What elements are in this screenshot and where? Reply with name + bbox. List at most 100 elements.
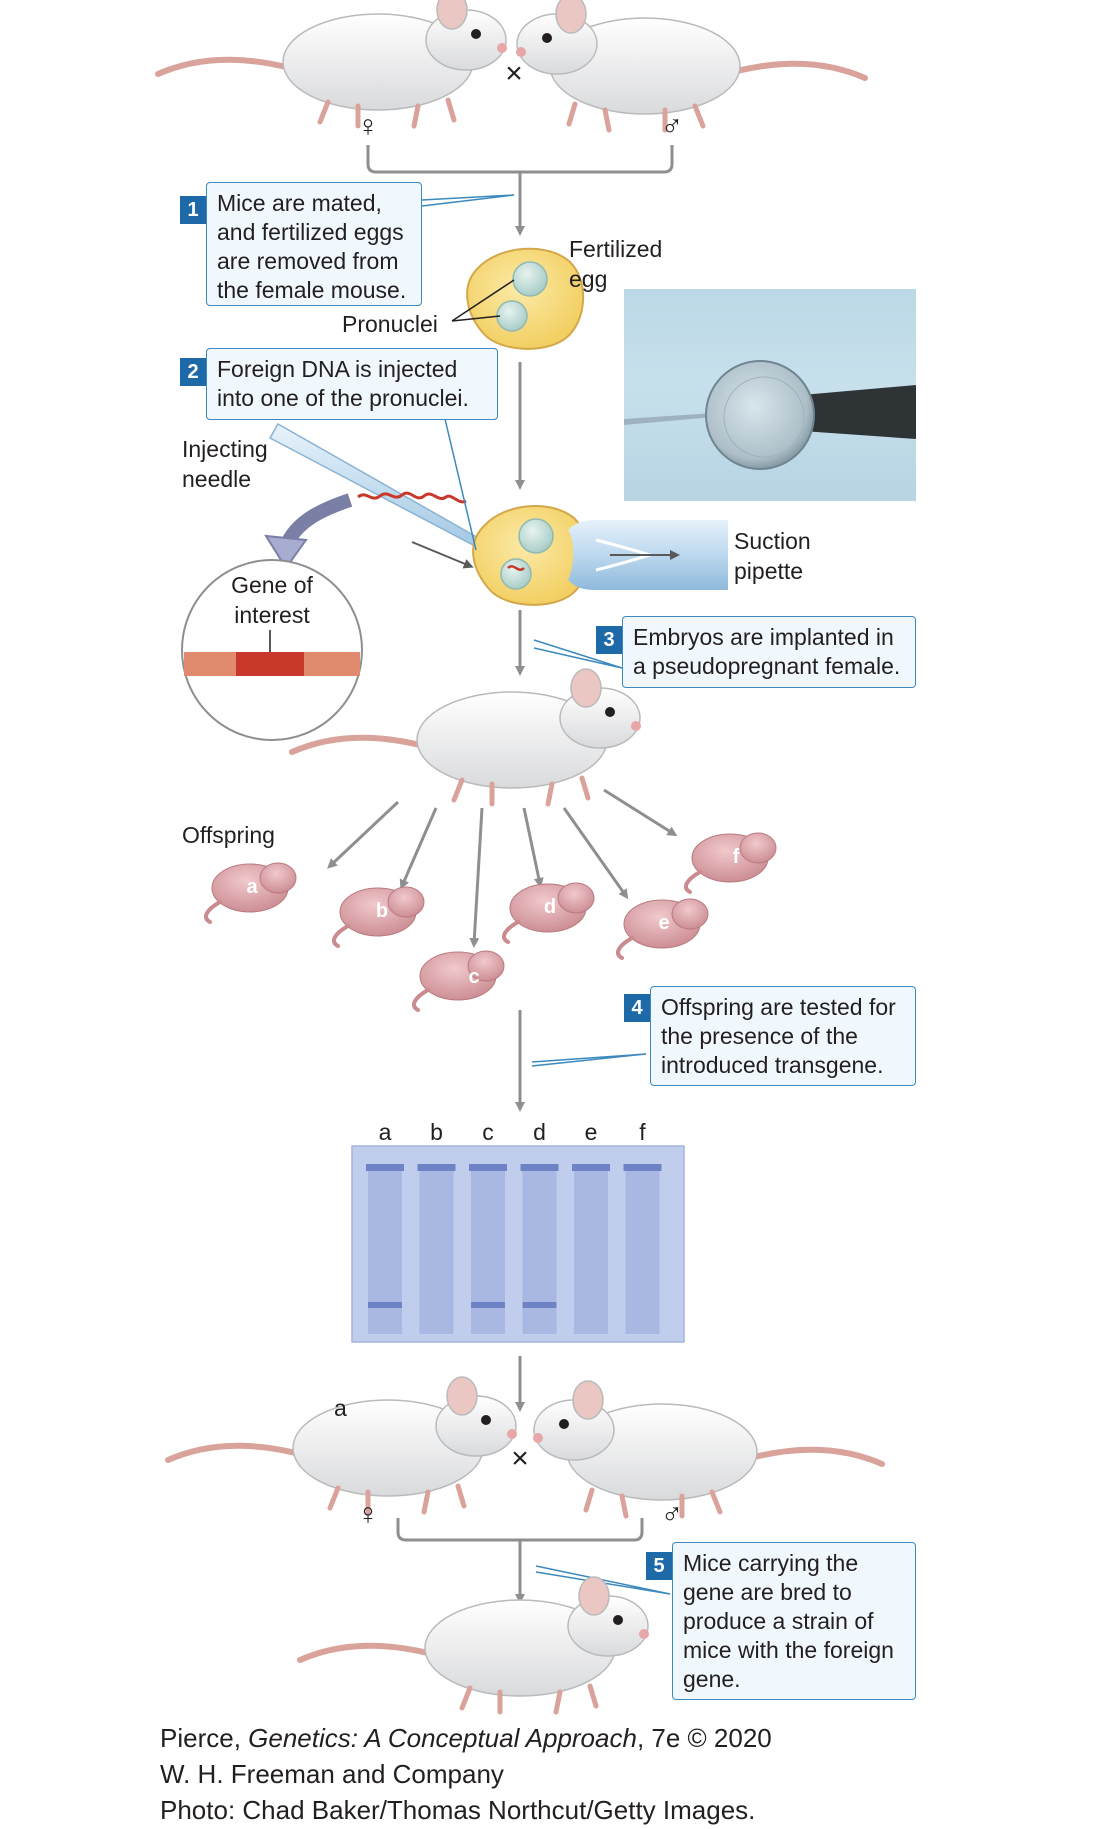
offspring-letter-b: b (376, 900, 388, 922)
offspring-pup-c (411, 949, 506, 1012)
offspring-letter-e: e (658, 912, 669, 934)
step-4-line-2: the presence of the (661, 1023, 858, 1049)
offspring-letter-a: a (246, 876, 258, 898)
offspring-label: Offspring (182, 822, 275, 848)
gene-segment (236, 652, 304, 676)
pronuclei-label: Pronuclei (342, 311, 438, 337)
step-5-badge: 5 (646, 1552, 672, 1580)
injecting-needle-label-2: needle (182, 466, 251, 492)
arrow-offspring-a (327, 800, 400, 869)
step-1-line-1: Mice are mated, (217, 190, 382, 216)
injecting-needle-label-1: Injecting (182, 436, 268, 462)
gel-well-d (520, 1164, 559, 1171)
step-3-line-2: a pseudopregnant female. (633, 653, 901, 679)
credit-line-1: Pierce, Genetics: A Conceptual Approach,… (160, 1720, 772, 1756)
gel-lane-e (574, 1166, 608, 1334)
gel-lane-f (625, 1166, 660, 1334)
step-4-line-3: introduced transgene. (661, 1052, 884, 1078)
suction-pipette-label-2: pipette (734, 558, 803, 584)
step3-leader (533, 639, 623, 669)
gel-well-e (572, 1164, 610, 1171)
step-2-line-2: into one of the pronuclei. (217, 385, 469, 411)
top-female-mouse (158, 0, 507, 126)
gel-lane-label-a: a (379, 1119, 392, 1145)
step-5-line-1: Mice carrying the (683, 1550, 859, 1576)
arrow-offspring-e (562, 807, 629, 900)
gel-lane-label-f: f (639, 1119, 646, 1145)
top-cross-symbol: × (505, 57, 523, 90)
step-5-callout: Mice carrying the gene are bred to produ… (672, 1542, 916, 1700)
step-1-callout: Mice are mated, and fertilized eggs are … (206, 182, 422, 306)
step-3-callout: Embryos are implanted in a pseudopregnan… (622, 616, 916, 688)
step-2-callout: Foreign DNA is injected into one of the … (206, 348, 498, 420)
step-3-badge: 3 (596, 626, 622, 654)
step-4-badge: 4 (624, 994, 650, 1022)
fertilized-egg (466, 247, 584, 350)
gel-well-a (366, 1164, 404, 1171)
offspring-pup-f (683, 831, 778, 894)
step-2-badge: 2 (180, 358, 206, 386)
breeding-cross-symbol: × (511, 1442, 529, 1475)
top-cross-bracket (366, 145, 674, 174)
step-5-line-2: gene are bred to (683, 1579, 852, 1605)
breeding-cross-bracket (396, 1518, 644, 1542)
step4-leader (531, 1053, 647, 1067)
offspring-letter-d: d (544, 896, 556, 918)
magnify-arrow-head (264, 534, 308, 570)
step-1-line-4: the female mouse. (217, 277, 407, 303)
credit-book-title: Genetics: A Conceptual Approach (248, 1723, 637, 1753)
pronucleus-2 (496, 300, 528, 332)
step-1-badge: 1 (180, 196, 206, 224)
breeding-male-symbol: ♂ (661, 1498, 684, 1531)
pronucleus-1 (512, 261, 548, 297)
step1-leader (421, 194, 515, 207)
gel-well-b (417, 1164, 456, 1171)
gel: a b c d e f (351, 1119, 685, 1343)
gel-lane-label-c: c (482, 1119, 494, 1145)
step-5-line-5: gene. (683, 1666, 741, 1692)
suction-pipette (568, 520, 728, 590)
credit-line-2: W. H. Freeman and Company (160, 1759, 504, 1789)
gel-band-d (522, 1302, 557, 1308)
step-4-callout: Offspring are tested for the presence of… (650, 986, 916, 1086)
gel-well-f (623, 1164, 662, 1171)
offspring-letter-c: c (468, 966, 479, 988)
credit-edition: , 7e © 2020 (636, 1723, 772, 1753)
arrow-offspring-b (399, 807, 438, 890)
gel-lane-a (368, 1166, 402, 1334)
arrow-offspring-c (469, 807, 484, 948)
credit-line-3: Photo: Chad Baker/Thomas Northcut/Getty … (160, 1795, 756, 1825)
fertilized-egg-label-2: egg (569, 266, 607, 292)
fertilized-egg-label-1: Fertilized (569, 236, 662, 262)
parent-a-label: a (334, 1395, 347, 1421)
gel-band-c (471, 1302, 505, 1308)
injection-direction-arrow (411, 541, 474, 569)
gene-of-interest-label-1: Gene of (231, 572, 313, 598)
breeding-male-mouse (533, 1381, 882, 1516)
gel-lane-label-d: d (533, 1119, 546, 1145)
arrow-offspring-d (522, 807, 544, 888)
step-2-line-1: Foreign DNA is injected (217, 356, 458, 382)
arrow-offspring-f (603, 788, 678, 837)
top-male-mouse (516, 0, 865, 130)
top-female-symbol: ♀ (357, 110, 380, 143)
step-5-line-3: produce a strain of (683, 1608, 874, 1634)
injected-egg (472, 505, 589, 606)
step2-leader (444, 418, 477, 551)
suction-pipette-label-1: Suction (734, 528, 811, 554)
gel-lane-label-b: b (430, 1119, 443, 1145)
step-4-line-1: Offspring are tested for (661, 994, 896, 1020)
microinjection-photo (624, 289, 916, 501)
gene-of-interest-magnifier (181, 559, 363, 741)
gel-lane-label-e: e (585, 1119, 598, 1145)
step-3-line-1: Embryos are implanted in (633, 624, 894, 650)
step-1-line-3: are removed from (217, 248, 399, 274)
gel-lane-d (522, 1166, 557, 1334)
top-male-symbol: ♂ (661, 110, 684, 143)
step-5-line-4: mice with the foreign (683, 1637, 894, 1663)
step-1-line-2: and fertilized eggs (217, 219, 404, 245)
breeding-female-symbol: ♀ (357, 1498, 380, 1531)
gel-band-a (368, 1302, 402, 1308)
